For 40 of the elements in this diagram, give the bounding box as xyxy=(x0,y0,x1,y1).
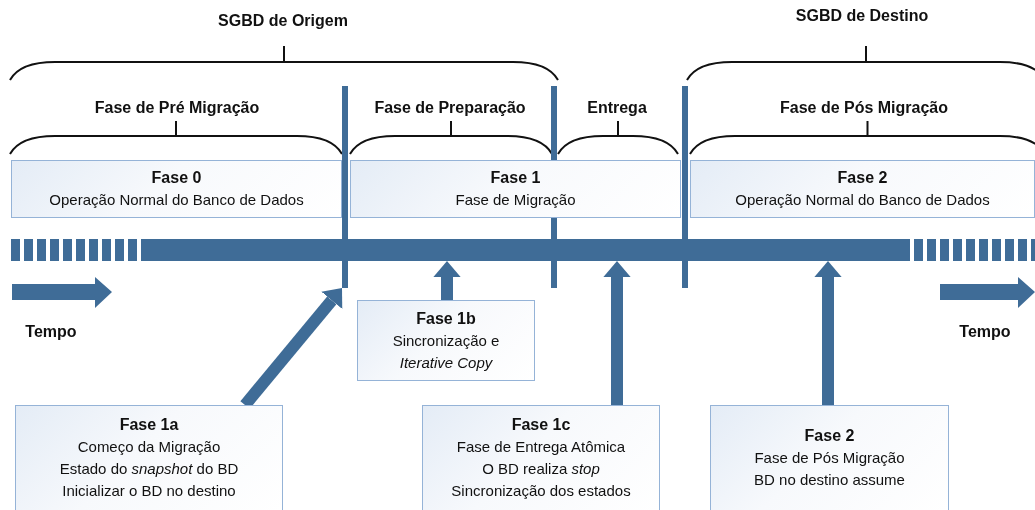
arrow xyxy=(603,261,631,405)
phase-box xyxy=(11,160,342,218)
phase-description: Sincronização e Iterative Copy xyxy=(391,330,501,373)
phase-title: Fase 0 xyxy=(151,168,202,188)
phase-title: Fase 1a xyxy=(119,415,179,435)
phase-box xyxy=(350,160,681,218)
phase-box xyxy=(357,300,535,381)
bracket-label: Fase de Preparação xyxy=(374,99,526,117)
phase-title: Fase 2 xyxy=(804,426,855,446)
phase-description: Operação Normal do Banco de Dados xyxy=(735,190,990,210)
timeline-bar xyxy=(11,239,1035,261)
phase-box xyxy=(710,405,949,510)
phase-title: Fase 1c xyxy=(511,415,571,435)
phase-title: Fase 1b xyxy=(416,308,476,329)
phase-description: Fase de Entrega Atômica xyxy=(456,437,626,457)
bracket-label: SGBD de Destino xyxy=(795,7,929,25)
bracket-label: Fase de Pré Migração xyxy=(94,99,260,117)
phase-description: Inicializar o BD no destino xyxy=(62,481,236,501)
bracket-label: Fase de Pós Migração xyxy=(779,99,949,117)
axis-label: Tempo xyxy=(25,323,77,341)
divider-bar xyxy=(342,86,348,288)
phase-box xyxy=(422,405,660,510)
arrow xyxy=(814,261,842,405)
phase-box xyxy=(690,160,1035,218)
phase-box xyxy=(15,405,283,510)
phase-description: Fase de Pós Migração xyxy=(754,448,905,468)
phase-description: BD no destino assume xyxy=(754,470,905,490)
phase-title: Fase 2 xyxy=(837,168,888,188)
phase-description: Operação Normal do Banco de Dados xyxy=(49,190,304,210)
phase-description: Sincronização dos estados xyxy=(451,481,631,501)
phase-title: Fase 1 xyxy=(490,168,541,188)
bracket-label: SGBD de Origem xyxy=(218,12,348,30)
axis-label: Tempo xyxy=(959,323,1011,341)
arrow xyxy=(433,261,461,300)
phase-description: O BD realiza stop xyxy=(482,459,600,479)
divider-bar xyxy=(682,86,688,288)
phase-description: Fase de Migração xyxy=(455,190,576,210)
phase-description: Estado do snapshot do BD xyxy=(59,459,239,479)
bracket-label: Entrega xyxy=(587,99,647,117)
phase-description: Começo da Migração xyxy=(77,437,221,457)
